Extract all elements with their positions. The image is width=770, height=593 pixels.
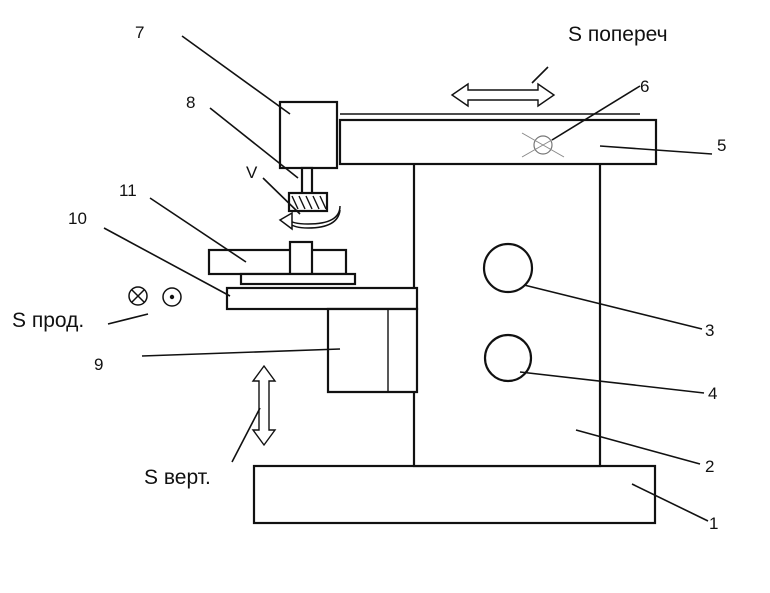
label-s-long: S прод. [12, 309, 84, 332]
label-8: 8 [186, 93, 195, 112]
work-table [225, 286, 419, 311]
spindle-head [278, 100, 339, 170]
knob-lower [483, 333, 533, 383]
label-1: 1 [709, 514, 718, 533]
label-9: 9 [94, 355, 103, 374]
label-10: 10 [68, 209, 87, 228]
vertical-feed-arrow [251, 364, 277, 447]
label-4: 4 [708, 384, 717, 403]
label-2: 2 [705, 457, 714, 476]
circled-times-icon [128, 286, 148, 306]
vise [207, 248, 348, 276]
cutter [287, 191, 329, 213]
machine-base [252, 464, 657, 525]
label-7: 7 [135, 23, 144, 42]
label-6: 6 [640, 77, 649, 96]
machine-column [412, 161, 602, 468]
label-s-cross: S попереч [568, 23, 668, 46]
label-5: 5 [717, 136, 726, 155]
workpiece [288, 240, 314, 276]
label-s-vert: S верт. [144, 466, 211, 489]
spindle-shaft [300, 166, 314, 196]
rotation-arrow [278, 205, 341, 231]
label-3: 3 [705, 321, 714, 340]
knee [326, 307, 419, 394]
overarm [338, 118, 658, 166]
label-v: V [246, 163, 258, 182]
leader-lines [103, 35, 713, 522]
label-11: 11 [119, 181, 137, 200]
circled-dot-icon [162, 287, 182, 307]
knob-upper [482, 242, 534, 294]
cross-feed-arrow [450, 82, 556, 108]
vise-base [239, 272, 357, 286]
